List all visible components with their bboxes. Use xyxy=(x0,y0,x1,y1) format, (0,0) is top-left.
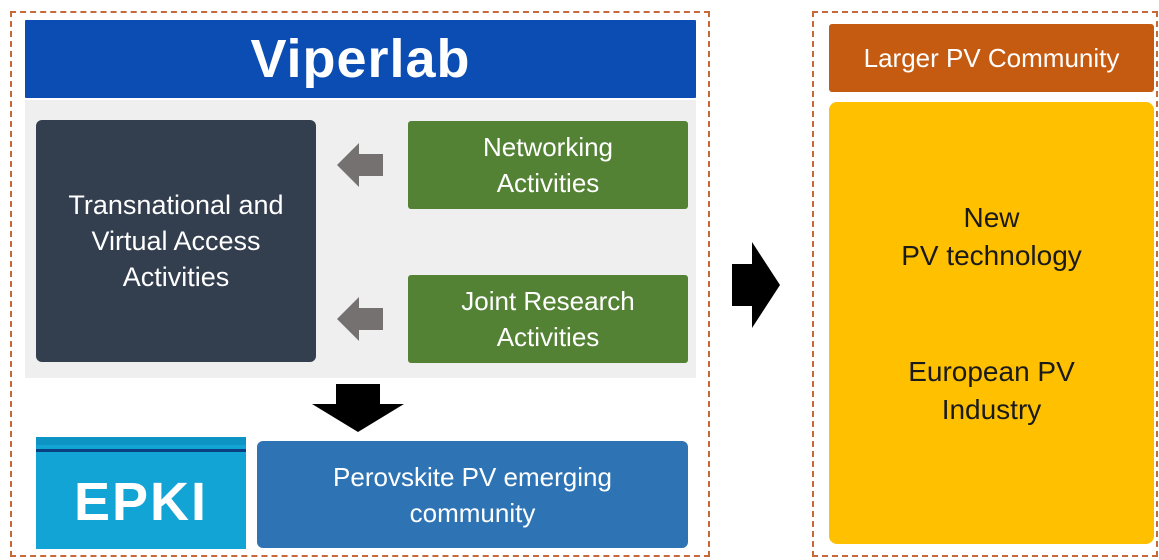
networking-label: Networking Activities xyxy=(482,132,614,198)
viperlab-title-text: Viperlab xyxy=(250,29,471,89)
larger-pv-community-label: Larger PV Community xyxy=(863,42,1120,73)
pv-impact-box: New PV technology European PV Industry xyxy=(829,102,1154,544)
joint-research-label: Joint Research Activities xyxy=(461,286,635,352)
epki-logo: EPKI xyxy=(36,437,246,549)
perovskite-community-box: Perovskite PV emerging community xyxy=(257,441,688,548)
right-arrow-icon xyxy=(732,242,780,328)
networking-box: Networking Activities xyxy=(408,121,688,209)
joint-research-box: Joint Research Activities xyxy=(408,275,688,363)
epki-logo-text: EPKI xyxy=(73,472,209,532)
viperlab-frame xyxy=(10,11,710,557)
larger-pv-community-header: Larger PV Community xyxy=(829,24,1154,92)
transnational-access-label: Transnational and Virtual Access Activit… xyxy=(68,190,284,292)
transnational-access-box: Transnational and Virtual Access Activit… xyxy=(36,120,316,362)
new-pv-technology-label: New PV technology xyxy=(901,202,1082,271)
left-arrow-icon xyxy=(337,297,383,341)
left-arrow-icon xyxy=(337,143,383,187)
perovskite-community-label: Perovskite PV emerging community xyxy=(333,461,612,528)
down-arrow-icon xyxy=(312,384,404,432)
european-pv-industry-label: European PV Industry xyxy=(908,356,1075,425)
viperlab-title: Viperlab xyxy=(25,20,696,98)
larger-community-frame xyxy=(812,11,1158,557)
